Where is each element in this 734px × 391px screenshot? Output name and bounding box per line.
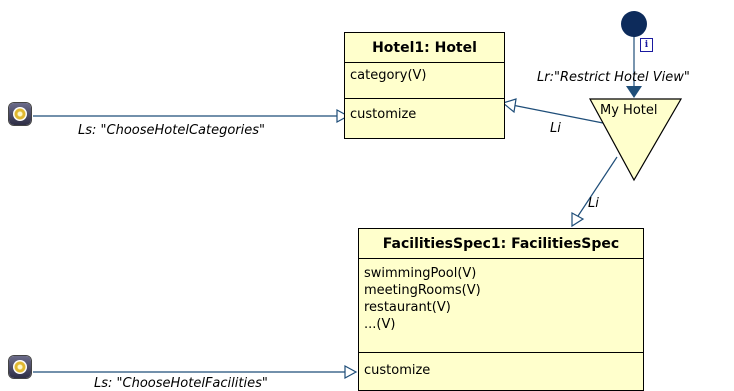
lr-label: Lr:"Restrict Hotel View" (537, 70, 690, 85)
li-facilities-label: Li (588, 196, 599, 211)
lr-arrowhead (626, 86, 642, 98)
li-hotel-label: Li (550, 121, 561, 136)
hotel-operations: customize (345, 99, 504, 122)
ls-facilities-label: Ls: "ChooseHotelFacilities" (94, 376, 268, 391)
li-hotel-line (511, 104, 604, 124)
info-icon[interactable]: i (640, 38, 653, 52)
operation-customize[interactable]: customize (364, 363, 431, 378)
facilities-attributes: swimmingPool(V) meetingRooms(V) restaura… (359, 259, 643, 353)
li-hotel-arrowhead (501, 98, 517, 114)
hotel-box-title: Hotel1: Hotel (345, 33, 504, 63)
attribute-item: category(V) (350, 68, 427, 83)
attribute-item: ...(V) (364, 317, 396, 332)
ls-hotel-label: Ls: "ChooseHotelCategories" (78, 123, 265, 138)
gear-icon[interactable] (9, 356, 31, 378)
facilities-box-title: FacilitiesSpec1: FacilitiesSpec (359, 229, 643, 259)
start-node (621, 11, 647, 37)
ls-facilities-arrowhead (344, 364, 358, 380)
li-facilities-arrowhead (571, 211, 585, 228)
attribute-item: restaurant(V) (364, 300, 451, 315)
facilities-box[interactable]: FacilitiesSpec1: FacilitiesSpec swimming… (358, 228, 644, 391)
operation-customize[interactable]: customize (350, 107, 417, 122)
hotel-attributes: category(V) (345, 63, 504, 99)
li-facilities-line (577, 156, 618, 217)
facilities-operations: customize (359, 353, 643, 378)
my-hotel-label: My Hotel (600, 103, 658, 118)
hotel-box[interactable]: Hotel1: Hotel category(V) customize (344, 32, 505, 139)
gear-icon[interactable] (9, 103, 31, 125)
attribute-item: meetingRooms(V) (364, 283, 481, 298)
attribute-item: swimmingPool(V) (364, 266, 477, 281)
ls-hotel-arrowhead (336, 108, 350, 124)
my-hotel-triangle (588, 98, 683, 182)
